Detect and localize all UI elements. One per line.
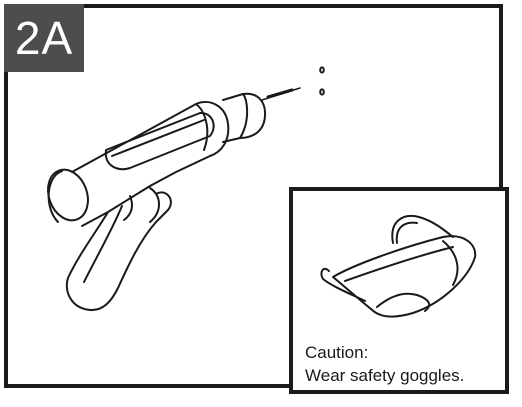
drill-body	[71, 101, 230, 227]
drill-handle	[65, 191, 172, 312]
step-label: 2A	[4, 4, 84, 72]
drill-chuck	[222, 92, 267, 143]
drill-band	[104, 111, 215, 171]
caution-text: Caution: Wear safety goggles.	[305, 341, 464, 387]
safety-goggles-icon	[320, 215, 477, 318]
caution-message: Wear safety goggles.	[305, 366, 465, 385]
goggles-nose-bridge	[376, 292, 431, 312]
caution-inset: Caution: Wear safety goggles.	[289, 187, 509, 394]
screw-icon	[319, 66, 325, 74]
drill-rear-cap	[47, 168, 89, 222]
screw-icon	[319, 88, 325, 96]
caution-title: Caution:	[305, 343, 369, 362]
goggles-temple	[320, 267, 366, 302]
drill-trigger	[123, 195, 133, 221]
goggles-lens	[332, 235, 477, 318]
goggles-temple	[391, 215, 454, 244]
